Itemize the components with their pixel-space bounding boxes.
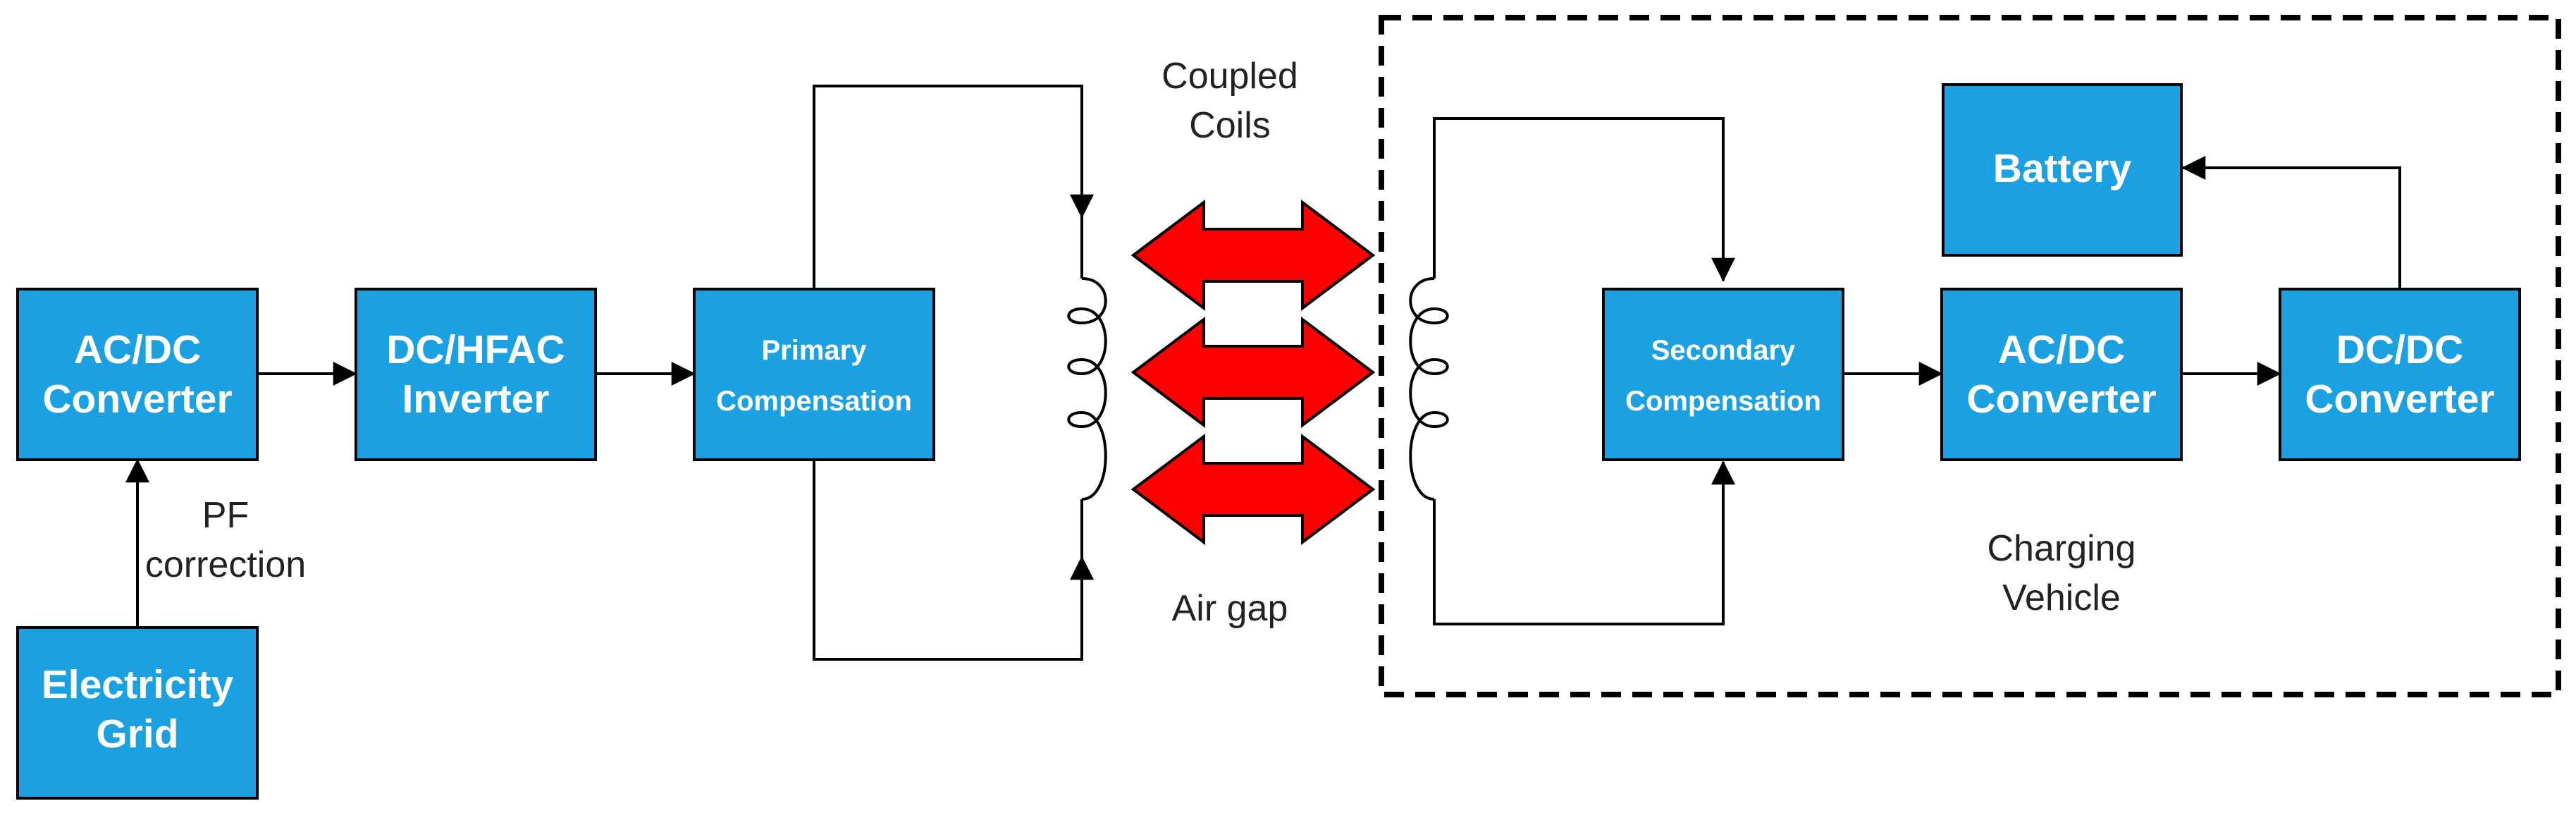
block-acdc-right-line1: AC/DC (1998, 327, 2126, 372)
block-secondary-line2: Compensation (1625, 386, 1821, 417)
block-grid-line1: Electricity (42, 662, 234, 707)
block-grid-line2: Grid (96, 711, 178, 757)
dcdc-to-battery-arrow (2181, 156, 2401, 289)
pf-correction-label-line2: correction (145, 544, 306, 585)
connector-lines (125, 85, 2401, 661)
block-battery: Battery (1942, 83, 2183, 257)
charging-vehicle-boundary (1379, 15, 2561, 697)
block-inverter-line1: DC/HFAC (386, 327, 565, 372)
block-primary-line1: Primary (762, 335, 868, 366)
secondary-coil-icon (1409, 277, 1449, 501)
charging-vehicle-label-line2: Vehicle (2002, 577, 2121, 618)
pf-correction-label-line1: PF (202, 495, 249, 536)
block-electricity-grid: Electricity Grid (16, 626, 259, 800)
primary-top-wire (813, 85, 1094, 289)
power-transfer-arrows (1130, 200, 1376, 545)
block-inverter: DC/HFAC Inverter (355, 288, 597, 461)
block-acdc-right-line2: Converter (1966, 377, 2156, 422)
block-dcdc-line2: Converter (2305, 377, 2494, 422)
block-dcdc: DC/DC Converter (2279, 288, 2521, 461)
coupled-coils-label-line1: Coupled (1161, 56, 1298, 97)
power-transfer-arrow-icon (1130, 200, 1376, 311)
block-acdc-left: AC/DC Converter (16, 288, 259, 461)
air-gap-label: Air gap (1172, 588, 1288, 629)
block-acdc-left-line2: Converter (42, 377, 232, 422)
block-battery-line1: Battery (1993, 146, 2132, 191)
secondary-top-wire (1433, 117, 1735, 282)
block-secondary-compensation: Secondary Compensation (1602, 288, 1844, 461)
primary-bottom-wire (813, 460, 1094, 661)
block-primary-compensation: Primary Compensation (693, 288, 935, 461)
coupled-coils-label-line2: Coils (1189, 105, 1271, 146)
charging-vehicle-label-line1: Charging (1987, 528, 2136, 569)
block-acdc-left-line1: AC/DC (74, 327, 202, 372)
block-primary-line2: Compensation (716, 386, 912, 417)
power-transfer-arrow-icon (1130, 317, 1376, 428)
secondary-bottom-wire (1433, 460, 1735, 625)
power-transfer-arrow-icon (1130, 434, 1376, 545)
block-dcdc-line1: DC/DC (2336, 327, 2464, 372)
block-acdc-right: AC/DC Converter (1940, 288, 2183, 461)
block-inverter-line2: Inverter (402, 377, 549, 422)
primary-coil-icon (1067, 277, 1107, 501)
block-secondary-line1: Secondary (1651, 335, 1796, 366)
